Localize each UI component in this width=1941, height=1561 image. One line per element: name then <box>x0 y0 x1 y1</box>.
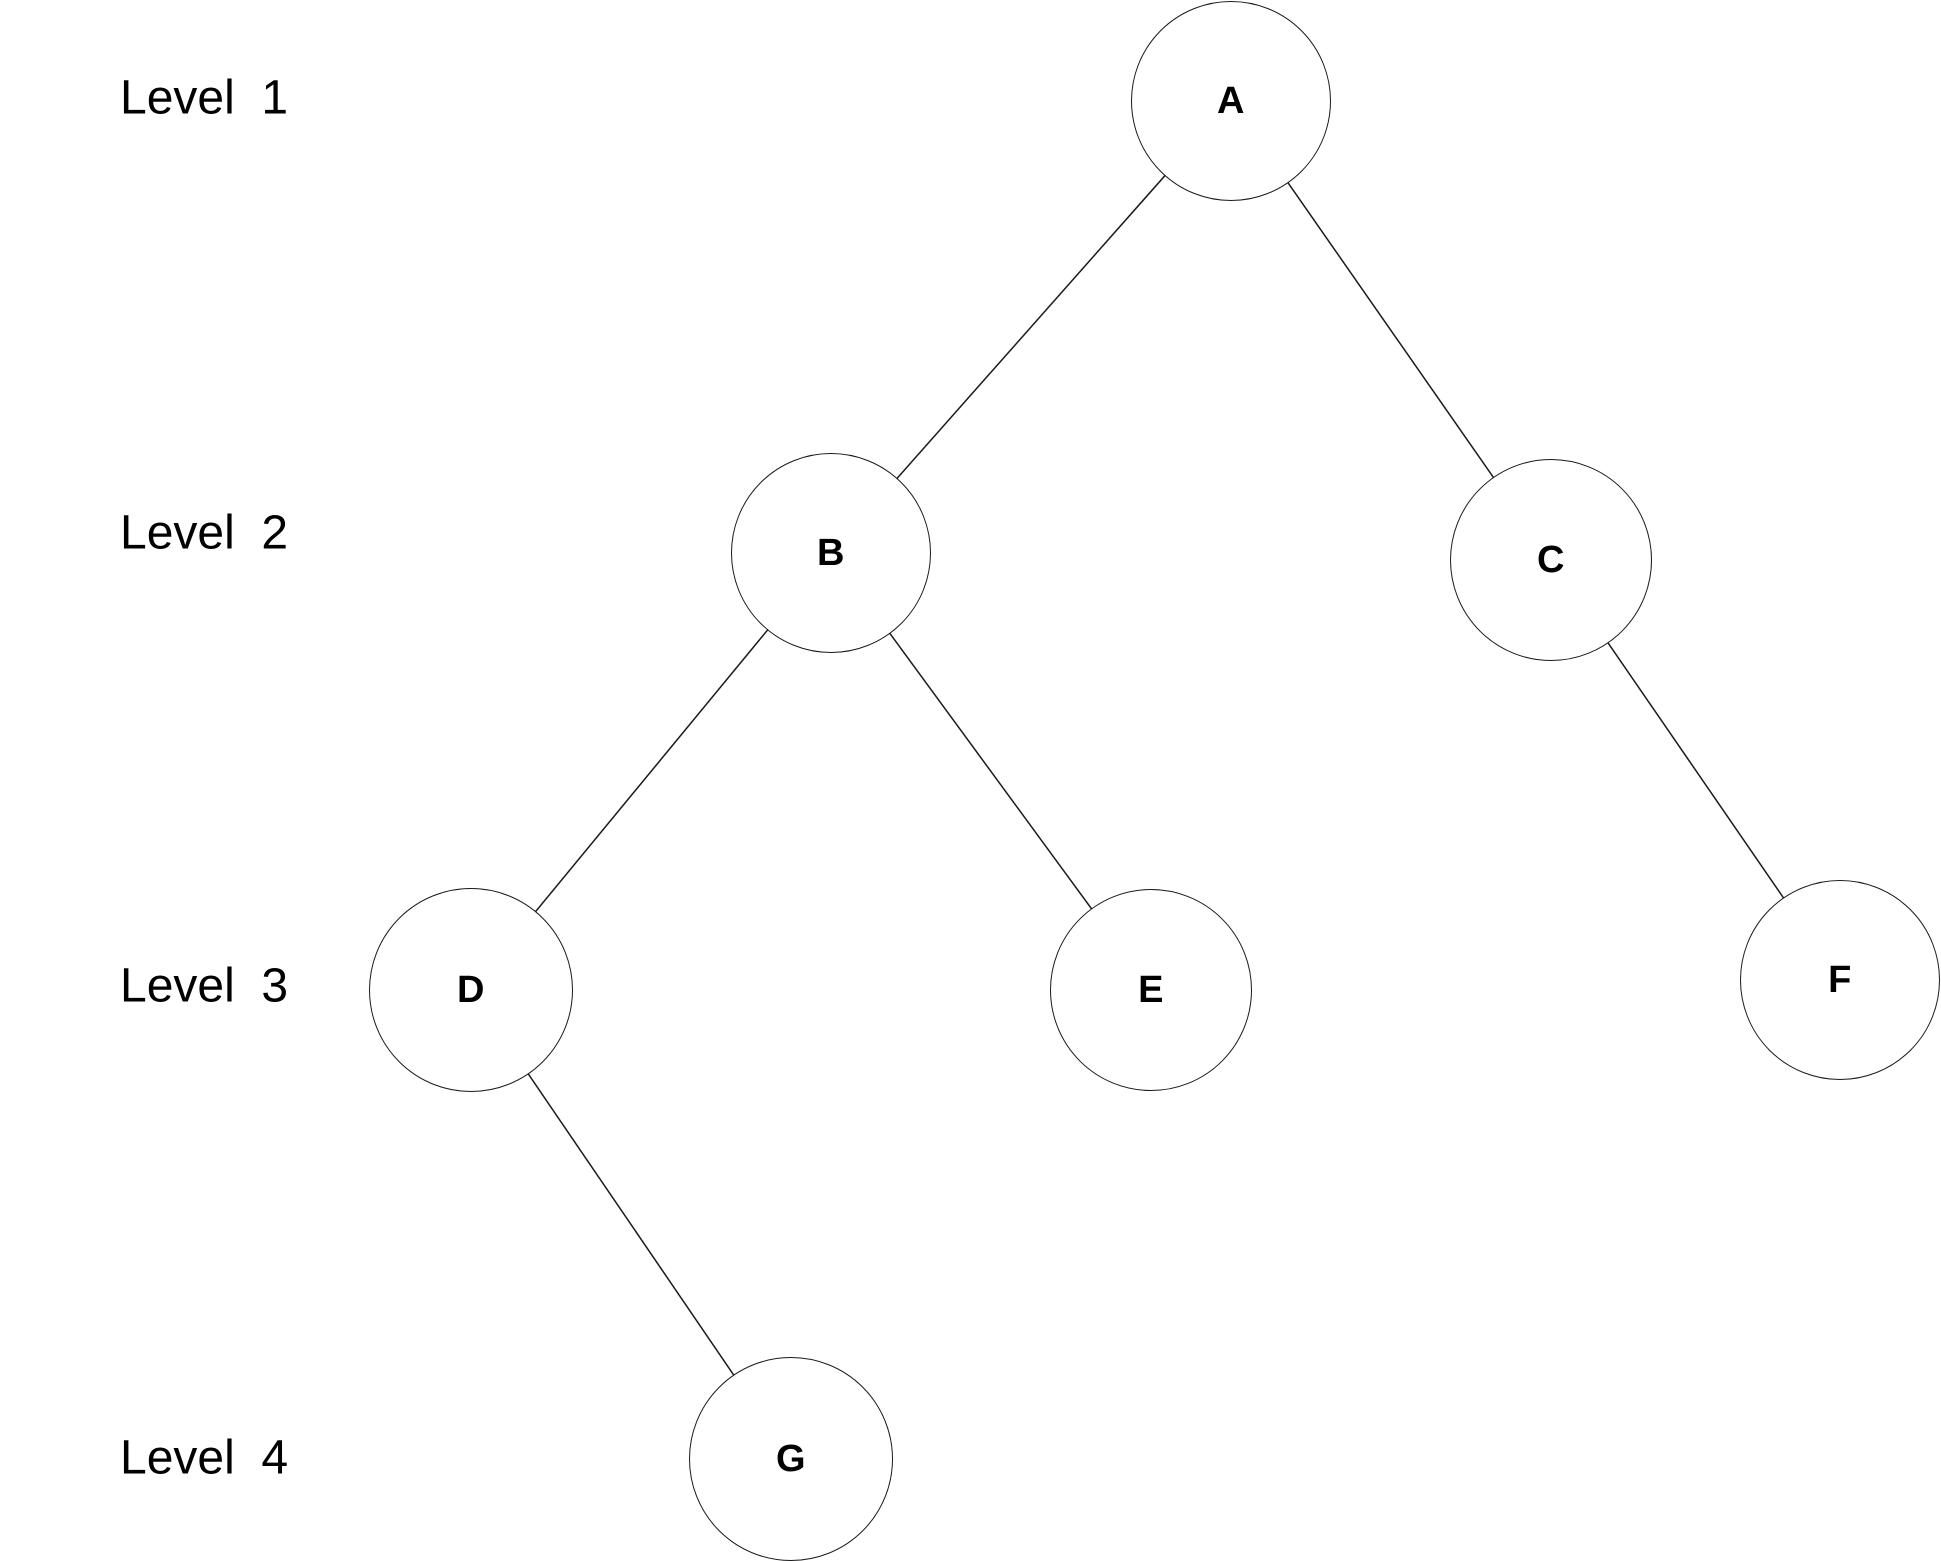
tree-node-label-a: A <box>1217 79 1245 122</box>
tree-node-a: A <box>1131 1 1331 201</box>
tree-node-label-d: D <box>457 968 485 1011</box>
tree-node-label-b: B <box>817 531 845 574</box>
tree-node-g: G <box>689 1357 893 1561</box>
tree-node-label-g: G <box>775 1437 807 1480</box>
tree-node-f: F <box>1740 880 1940 1080</box>
tree-node-d: D <box>369 888 573 1092</box>
tree-node-label-c: C <box>1537 538 1565 581</box>
tree-node-e: E <box>1050 889 1252 1091</box>
level-label-level-1: Level 1 <box>120 71 289 125</box>
tree-node-c: C <box>1450 459 1652 661</box>
level-label-level-3: Level 3 <box>120 959 289 1013</box>
tree-node-label-e: E <box>1138 968 1164 1011</box>
tree-node-b: B <box>731 453 931 653</box>
level-label-level-2: Level 2 <box>120 506 289 560</box>
level-label-level-4: Level 4 <box>120 1431 289 1485</box>
tree-node-label-f: F <box>1828 958 1852 1001</box>
